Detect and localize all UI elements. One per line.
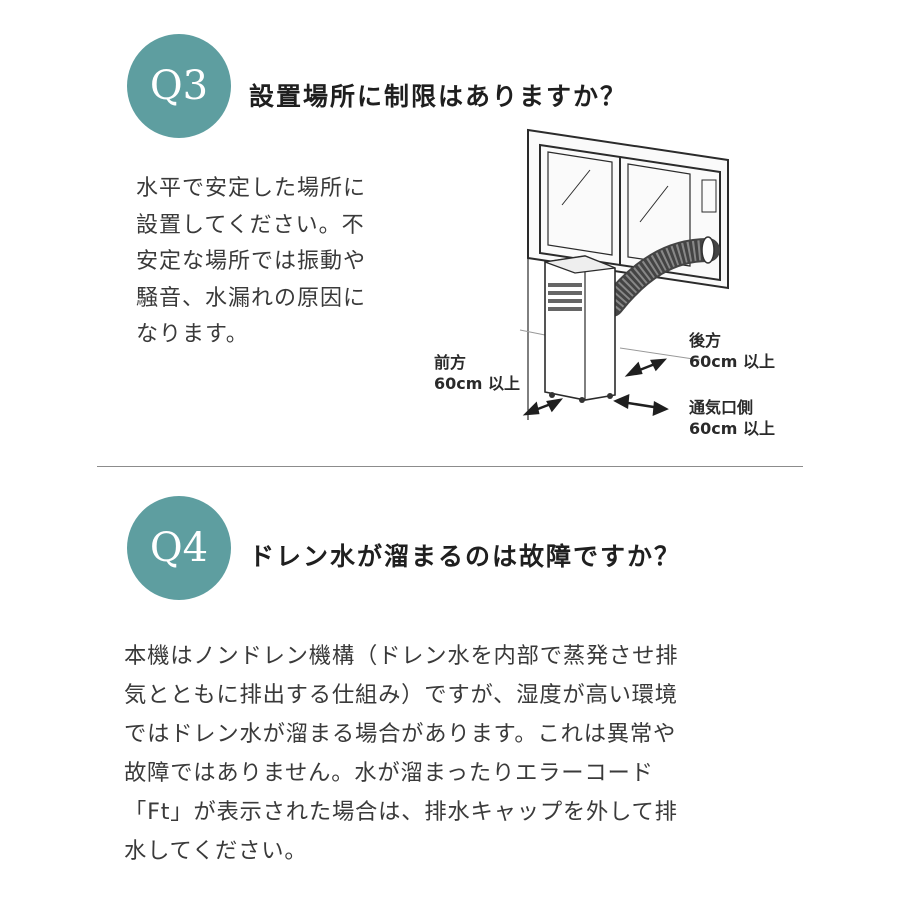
q3-answer-line: 水平で安定した場所に	[136, 176, 367, 201]
rear-label: 後方	[689, 331, 722, 350]
section-divider	[97, 466, 803, 467]
vent-clearance-label: 通気口側 60cm 以上	[689, 397, 775, 439]
front-clearance-label: 前方 60cm 以上	[434, 352, 520, 394]
q4-answer: 本機はノンドレン機構（ドレン水を内部で蒸発させ排 気とともに排出する仕組み）です…	[124, 637, 678, 871]
q3-title: 設置場所に制限はありますか？	[249, 82, 628, 111]
installation-illustration	[519, 128, 729, 420]
air-conditioner-unit	[544, 255, 616, 403]
floor-lines	[519, 329, 701, 361]
q4-answer-line: 気とともに排出する仕組み）ですが、湿度が高い環境	[124, 682, 678, 708]
vent-value: 60cm 以上	[689, 419, 775, 438]
rear-value: 60cm 以上	[689, 352, 775, 371]
q4-title: ドレン水が溜まるのは故障ですか？	[249, 542, 682, 571]
q4-answer-line: 本機はノンドレン機構（ドレン水を内部で蒸発させ排	[124, 643, 679, 669]
clearance-arrows	[522, 358, 669, 416]
q3-answer-line: 安定な場所では振動や	[136, 249, 367, 274]
q4-answer-line: 「Ft」が表示された場合は、排水キャップを外して排	[124, 799, 678, 825]
q4-badge: Q4	[127, 496, 231, 600]
q4-answer-line: 水してください。	[124, 838, 308, 864]
exhaust-hose	[600, 236, 720, 317]
vent-label: 通気口側	[689, 398, 754, 417]
q3-answer-line: 騒音、水漏れの原因に	[136, 285, 367, 311]
front-label: 前方	[434, 353, 467, 372]
q4-badge-label: Q4	[149, 525, 209, 571]
q3-badge-label: Q3	[149, 63, 209, 109]
q4-answer-line: ではドレン水が溜まる場合があります。これは異常や	[124, 721, 677, 747]
q3-answer: 水平で安定した場所に 設置してください。不 安定な場所では振動や 騒音、水漏れの…	[136, 171, 366, 354]
q4-answer-line: 故障ではありません。水が溜まったりエラーコード	[124, 760, 654, 786]
q3-badge: Q3	[127, 34, 231, 138]
front-value: 60cm 以上	[434, 374, 520, 393]
q3-answer-line: なります。	[136, 322, 249, 347]
q3-answer-line: 設置してください。不	[136, 212, 365, 238]
rear-clearance-label: 後方 60cm 以上	[689, 330, 775, 372]
